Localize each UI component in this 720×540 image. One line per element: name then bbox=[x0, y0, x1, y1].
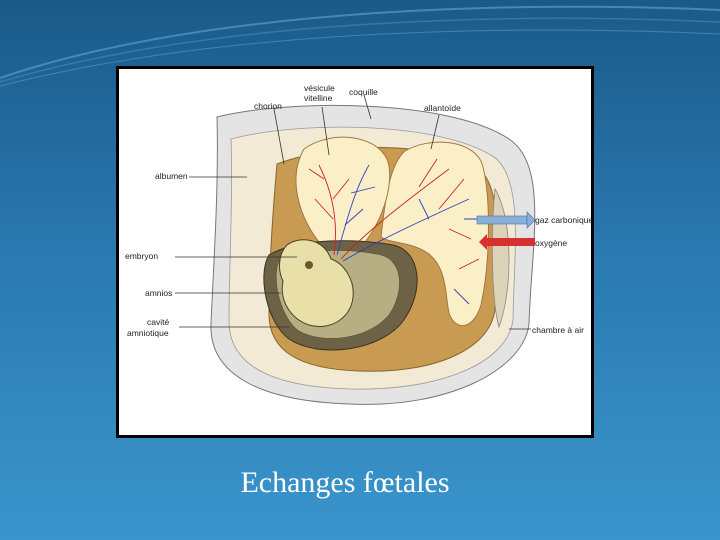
embryo bbox=[279, 239, 354, 327]
diagram-frame: chorion vésicule vitelline coquille alla… bbox=[116, 66, 594, 438]
label-amnios: amnios bbox=[145, 288, 172, 298]
allantois bbox=[380, 141, 489, 327]
label-gaz-carbonique: gaz carbonique bbox=[535, 215, 591, 225]
label-albumen: albumen bbox=[155, 171, 188, 181]
label-chorion: chorion bbox=[254, 101, 282, 111]
label-amniotique: amniotique bbox=[127, 328, 169, 338]
label-embryon: embryon bbox=[125, 251, 158, 261]
egg-diagram: chorion vésicule vitelline coquille alla… bbox=[125, 83, 591, 405]
label-coquille: coquille bbox=[349, 87, 378, 97]
label-vesicule: vésicule bbox=[304, 83, 335, 93]
co2-arrow bbox=[476, 211, 536, 229]
label-vitelline: vitelline bbox=[304, 93, 333, 103]
label-lines bbox=[175, 94, 531, 330]
o2-arrow bbox=[479, 234, 535, 250]
label-cavite: cavité bbox=[147, 317, 169, 327]
label-allantoide: allantoïde bbox=[424, 103, 461, 113]
slide-caption: Echanges fœtales bbox=[240, 466, 450, 499]
embryo-eye bbox=[305, 261, 313, 269]
label-oxygene: oxygène bbox=[535, 238, 567, 248]
background-swoosh bbox=[0, 5, 720, 87]
label-chambre-a-air: chambre à air bbox=[532, 325, 584, 335]
